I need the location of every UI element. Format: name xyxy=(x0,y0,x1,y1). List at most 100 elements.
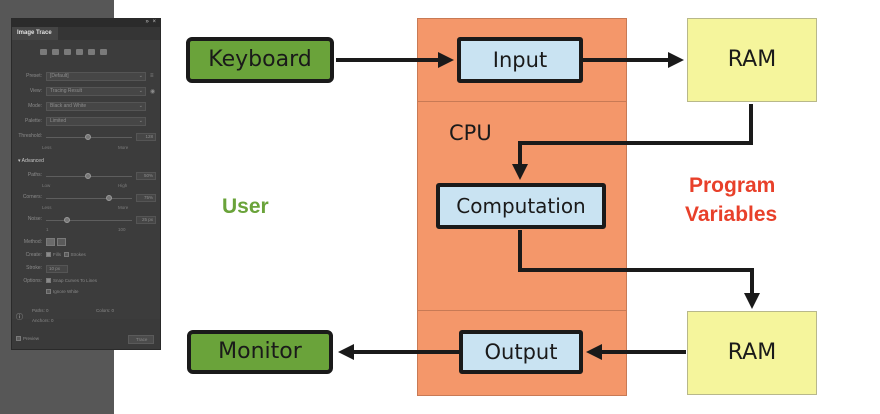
noise-label: Noise: xyxy=(27,216,42,222)
panel-window-controls[interactable]: » × xyxy=(145,19,157,25)
preset-menu-icon[interactable]: ≡ xyxy=(150,73,154,79)
corners-slider-handle[interactable] xyxy=(106,195,112,201)
monitor-block: Monitor xyxy=(187,330,333,374)
create-label: Create: xyxy=(25,252,42,258)
palette-row: Palette: Limited⌄ xyxy=(12,116,160,128)
preset-row: Preset: [Default]⌄ ≡ xyxy=(12,71,160,83)
fills-checkbox[interactable] xyxy=(46,252,51,258)
view-value: Tracing Result xyxy=(50,88,83,94)
view-label: View: xyxy=(29,88,42,94)
corners-row: Corners: 75% xyxy=(12,192,160,204)
fills-label: Fills xyxy=(53,252,61,257)
cpu-label: CPU xyxy=(449,121,492,145)
preset-label: Preset: xyxy=(26,73,42,79)
method-row: Method: xyxy=(12,237,160,249)
black-white-icon[interactable] xyxy=(88,49,95,55)
mode-row: Mode: Black and White ⌄ xyxy=(12,101,160,113)
colors-stat-label: Colors: xyxy=(96,308,111,313)
strokes-checkbox[interactable] xyxy=(63,252,69,258)
cpu-divider-top xyxy=(417,101,627,102)
threshold-max-label: More xyxy=(118,145,129,150)
paths-value-field[interactable]: 50% xyxy=(136,172,156,180)
auto-color-icon[interactable] xyxy=(40,49,47,55)
anchors-stat-value: 0 xyxy=(51,318,54,323)
user-label: User xyxy=(222,195,269,218)
options-row: Options: Snap Curves To Lines xyxy=(12,276,160,288)
ram-bottom-block: RAM xyxy=(687,311,817,395)
paths-slider-handle[interactable] xyxy=(85,173,91,179)
palette-value: Limited xyxy=(50,118,67,124)
threshold-value-field[interactable]: 128 xyxy=(136,133,156,141)
program-variables-label-line2: Variables xyxy=(685,203,778,226)
threshold-label: Threshold: xyxy=(18,133,42,139)
corners-max-label: More xyxy=(118,205,129,210)
method-label: Method: xyxy=(23,239,42,245)
ignore-white-row: Ignore White xyxy=(12,287,160,299)
corners-slider-track[interactable] xyxy=(46,198,132,199)
colors-stat-value: 0 xyxy=(111,308,115,313)
arrow-ram-to-computation xyxy=(512,104,753,180)
view-select[interactable]: Tracing Result ⌄ xyxy=(46,87,146,96)
low-color-icon[interactable] xyxy=(64,49,71,55)
view-row: View: Tracing Result ⌄ ◉ xyxy=(12,86,160,98)
snap-curves-checkbox[interactable] xyxy=(46,278,51,284)
keyboard-block: Keyboard xyxy=(186,37,334,83)
noise-min-label: 1 xyxy=(46,227,49,232)
options-label: Options: xyxy=(23,278,42,284)
ignore-white-label: Ignore White xyxy=(53,289,79,294)
program-variables-label-line1: Program xyxy=(689,174,776,197)
advanced-section-toggle[interactable]: ▾ Advanced xyxy=(18,158,44,164)
strokes-label: Strokes xyxy=(70,252,86,257)
preset-select[interactable]: [Default]⌄ xyxy=(46,72,146,81)
preset-value: [Default] xyxy=(50,73,69,79)
ignore-white-checkbox[interactable] xyxy=(46,289,51,295)
anchors-stat-label: Anchors: xyxy=(32,318,50,323)
cpu-divider-bottom xyxy=(417,310,627,311)
high-color-icon[interactable] xyxy=(52,49,59,55)
grayscale-icon[interactable] xyxy=(76,49,83,55)
noise-value-field[interactable]: 25 px xyxy=(136,216,156,224)
stroke-label: Stroke: xyxy=(26,265,42,271)
paths-label: Paths: xyxy=(27,172,42,178)
snap-curves-option: Snap Curves To Lines xyxy=(46,278,97,284)
threshold-slider-handle[interactable] xyxy=(85,134,91,140)
noise-max-label: 100 xyxy=(118,227,126,232)
trace-button-label: Trace xyxy=(136,337,148,342)
corners-value-field[interactable]: 75% xyxy=(136,194,156,202)
noise-slider-track[interactable] xyxy=(46,220,132,221)
eye-icon[interactable]: ◉ xyxy=(150,89,156,95)
noise-row: Noise: 25 px xyxy=(12,214,160,226)
palette-label: Palette: xyxy=(25,118,42,124)
preset-icon-row xyxy=(40,49,107,55)
snap-curves-label: Snap Curves To Lines xyxy=(53,278,97,283)
chevron-down-icon: ⌄ xyxy=(138,88,143,94)
overlapping-method-icon[interactable] xyxy=(57,238,66,246)
stroke-value-field[interactable]: 10 px xyxy=(46,265,68,273)
corners-min-label: Less xyxy=(42,205,52,210)
paths-row: Paths: 50% xyxy=(12,170,160,182)
method-buttons xyxy=(46,238,68,246)
noise-slider-handle[interactable] xyxy=(64,217,70,223)
mode-select[interactable]: Black and White ⌄ xyxy=(46,102,146,111)
corners-label: Corners: xyxy=(22,194,42,200)
advanced-label: Advanced xyxy=(21,158,44,164)
chevron-down-icon: ⌄ xyxy=(138,103,143,109)
preview-checkbox[interactable] xyxy=(16,336,21,342)
arrow-computation-to-ram xyxy=(518,230,760,309)
paths-stat: Paths: 0 xyxy=(32,308,49,313)
colors-stat: Colors: 0 xyxy=(96,308,114,313)
ignore-white-option: Ignore White xyxy=(46,289,79,295)
trace-button[interactable]: Trace xyxy=(128,335,154,344)
image-trace-panel: » × Image Trace Preset: [Default]⌄ ≡ Vie… xyxy=(11,18,161,350)
abutting-method-icon[interactable] xyxy=(46,238,55,246)
mode-label: Mode: xyxy=(28,103,42,109)
stats-bar xyxy=(12,319,160,349)
mode-value: Black and White xyxy=(50,103,87,109)
outline-icon[interactable] xyxy=(100,49,107,55)
input-block: Input xyxy=(457,37,583,83)
panel-topbar xyxy=(12,19,160,27)
tab-image-trace[interactable]: Image Trace xyxy=(12,27,58,40)
preview-option: Preview xyxy=(16,336,39,342)
palette-select[interactable]: Limited⌄ xyxy=(46,117,146,126)
